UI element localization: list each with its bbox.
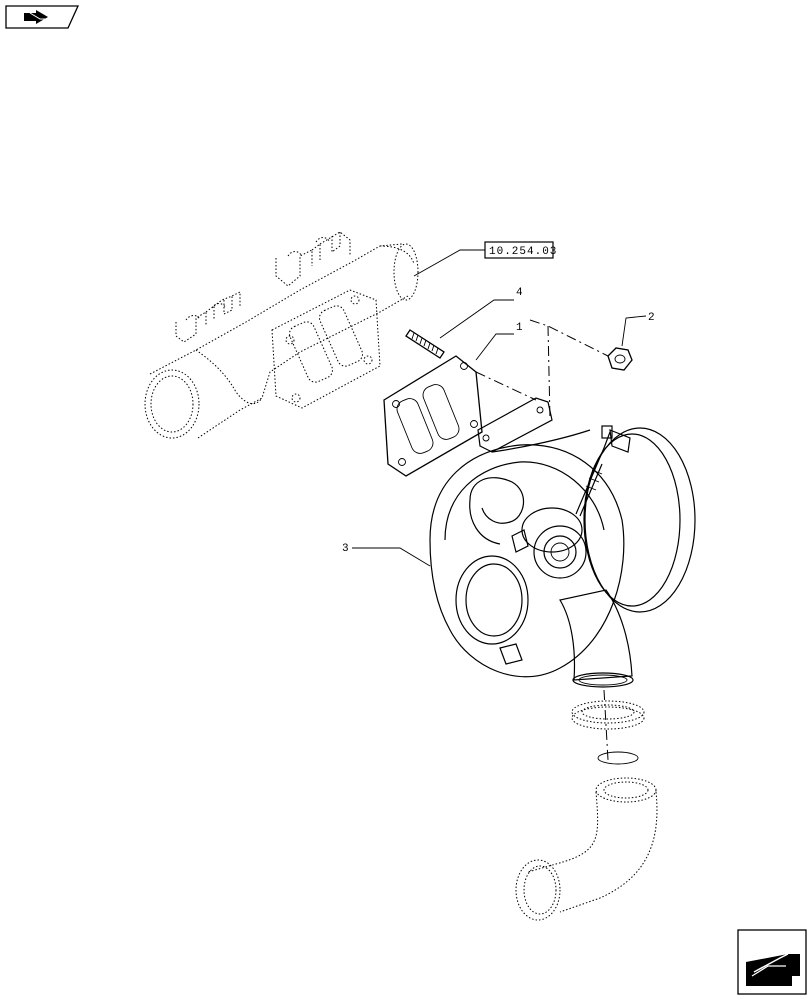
callout-label-4: 4 (516, 287, 523, 299)
callout-label-1: 1 (516, 322, 523, 334)
page-back-icon[interactable] (5, 5, 80, 29)
callout-label-3: 3 (342, 543, 349, 555)
clamp-ring (571, 700, 645, 765)
gasket-part-1 (383, 355, 483, 477)
stud-part-4 (405, 329, 445, 359)
turbocharger-part-3 (429, 397, 696, 688)
outlet-elbow-pipe (515, 777, 658, 921)
page-next-icon[interactable] (737, 929, 807, 995)
reference-label-text: 10.254.03 (489, 246, 557, 258)
callout-label-2: 2 (648, 312, 655, 324)
reference-label[interactable]: 10.254.03 (484, 241, 557, 259)
nut-part-2 (607, 347, 633, 371)
exhaust-manifold (144, 231, 419, 439)
